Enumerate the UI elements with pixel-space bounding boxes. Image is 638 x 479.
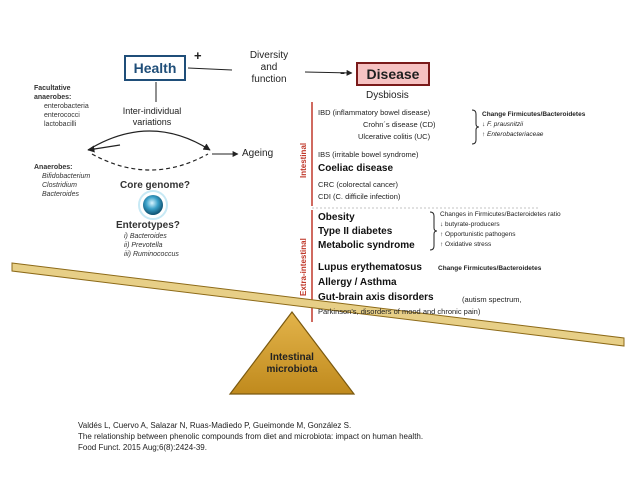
extra-intestinal-label: Extra-intestinal	[299, 238, 308, 296]
ibs-label: IBS (irritable bowel syndrome)	[318, 150, 419, 159]
health-label: Health	[133, 60, 177, 76]
gut-brain-label: Gut-brain axis disorders	[318, 292, 434, 303]
enterotypes: Enterotypes? i) Bacteroides ii) Prevotel…	[116, 220, 180, 258]
allergy-label: Allergy / Asthma	[318, 277, 397, 288]
gut-brain-detail-1: (autism spectrum,	[462, 295, 522, 304]
minus-sign: -	[340, 64, 345, 81]
lupus-change: Change Firmicutes/Bacteroidetes	[438, 265, 542, 272]
anaerobes: Anaerobes: Bifidobacterium Clostridium B…	[34, 164, 91, 198]
citation: Valdés L, Cuervo A, Salazar N, Ruas-Madi…	[78, 421, 424, 452]
ibd-line1: IBD (inflammatory bowel disease)	[318, 108, 431, 117]
type2-label: Type II diabetes	[318, 226, 393, 237]
disease-box: Disease	[356, 62, 430, 86]
gut-brain-detail-2: Parkinson's, disorders of mood and chron…	[318, 307, 481, 316]
ibd-line2: Crohn´s disease (CD)	[363, 120, 436, 129]
variation-dashed-arc	[91, 153, 209, 171]
core-genome-sphere	[143, 195, 163, 215]
obesity-label: Obesity	[318, 212, 355, 223]
metabolic-label: Metabolic syndrome	[318, 240, 415, 251]
ibd-brace	[471, 109, 480, 145]
facultative-anaerobes: Facultative anaerobes: enterobacteria en…	[34, 85, 89, 128]
dysbiosis-label: Dysbiosis	[366, 90, 409, 101]
fulcrum-label: Intestinal microbiota	[266, 352, 318, 375]
health-box: Health	[124, 55, 186, 81]
ageing-label: Ageing	[242, 148, 274, 159]
ibd-line3: Ulcerative colitis (UC)	[358, 132, 431, 141]
crc-label: CRC (colorectal cancer)	[318, 180, 399, 189]
variation-start-arrow	[87, 144, 121, 153]
lupus-label: Lupus erythematosus	[318, 262, 422, 273]
core-genome-label: Core genome?	[120, 180, 191, 191]
diversity-function-label: Diversity and function	[249, 50, 289, 85]
plus-sign: +	[194, 48, 202, 63]
disease-label: Disease	[366, 66, 420, 82]
coeliac-label: Coeliac disease	[318, 163, 394, 174]
inter-individual-label: Inter-individual variations	[122, 106, 182, 127]
balance-beam	[11, 262, 625, 347]
center-to-disease-line	[304, 69, 353, 76]
metabolic-brace	[429, 211, 438, 251]
health-to-center-line	[187, 67, 233, 71]
metabolic-changes: Changes in Firmicutes/Bacteroidetes rati…	[440, 211, 561, 248]
ibd-change: Change Firmicutes/Bacteroidetes ↓ F. pra…	[482, 111, 586, 138]
fulcrum-triangle	[228, 311, 356, 395]
variation-solid-arc	[87, 130, 211, 151]
cdi-label: CDI (C. difficile infection)	[318, 192, 401, 201]
intestinal-label: Intestinal	[299, 142, 308, 178]
